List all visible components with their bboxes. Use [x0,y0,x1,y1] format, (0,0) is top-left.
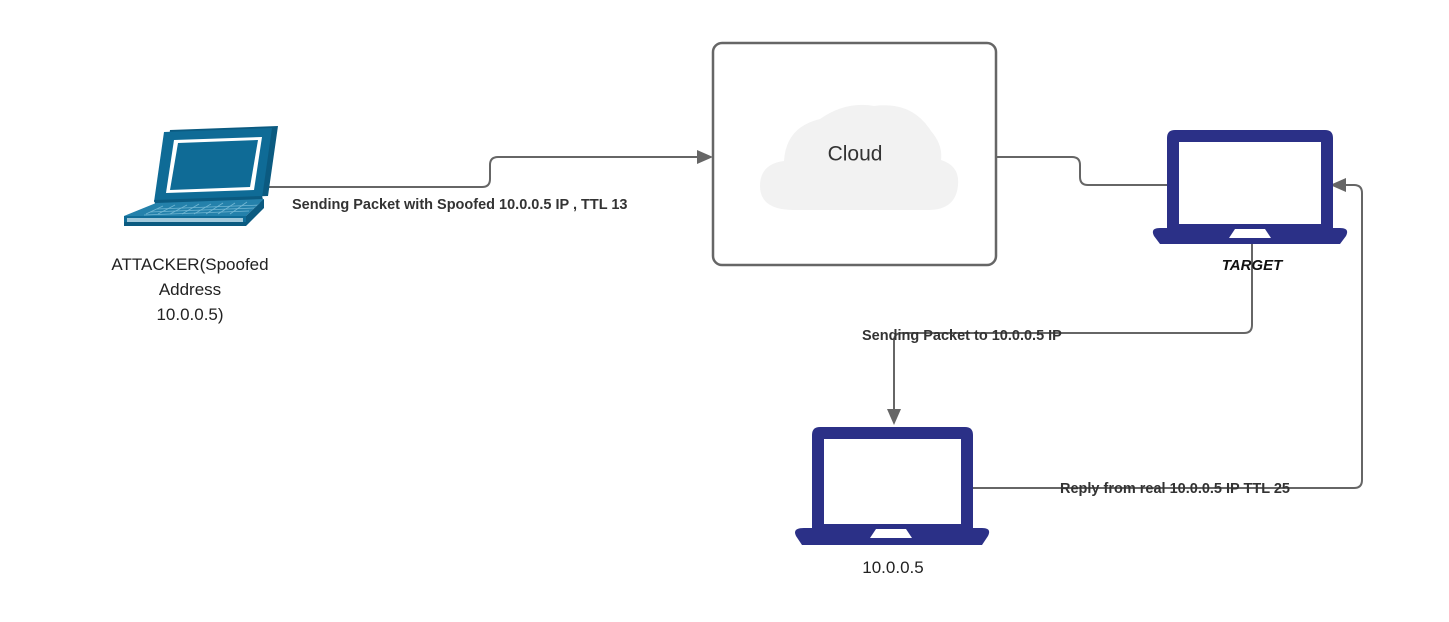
victim-label: 10.0.0.5 [862,558,923,577]
node-cloud[interactable]: Cloud [711,41,998,267]
attacker-label-line-2: Address [159,280,221,299]
node-victim[interactable]: 10.0.0.5 [795,427,990,577]
edge-victim-to-target-label: Reply from real 10.0.0.5 IP TTL 25 [1060,481,1290,497]
attacker-label-line-3: 10.0.0.5) [156,305,223,324]
edge-victim-to-target-arrowhead [1330,178,1346,192]
edge-attacker-to-cloud-label: Sending Packet with Spoofed 10.0.0.5 IP … [292,197,627,213]
edge-cloud-to-target[interactable] [996,156,1170,186]
edge-target-to-victim[interactable]: Sending Packet to 10.0.0.5 IP [862,240,1253,425]
attacker-laptop-icon [118,126,278,226]
edge-attacker-to-cloud-arrowhead [697,150,713,164]
cloud-label: Cloud [828,143,883,166]
edge-attacker-to-cloud[interactable]: Sending Packet with Spoofed 10.0.0.5 IP … [264,150,713,213]
edge-cloud-to-target-path [996,156,1170,186]
edge-target-to-victim-label: Sending Packet to 10.0.0.5 IP [862,328,1062,344]
victim-laptop-icon [795,427,990,545]
cloud-icon [760,104,959,210]
edge-target-to-victim-arrowhead [887,409,901,425]
attacker-label-line-1: ATTACKER(Spoofed [111,255,268,274]
node-attacker[interactable]: ATTACKER(Spoofed Address 10.0.0.5) [111,126,278,324]
target-label: TARGET [1222,257,1284,274]
node-target[interactable]: TARGET [1152,130,1348,274]
edge-target-to-victim-path [893,240,1253,412]
edge-victim-to-target[interactable]: Reply from real 10.0.0.5 IP TTL 25 [972,178,1363,497]
target-laptop-icon [1152,130,1348,244]
edge-attacker-to-cloud-path [264,156,700,188]
edge-victim-to-target-path [972,184,1363,489]
